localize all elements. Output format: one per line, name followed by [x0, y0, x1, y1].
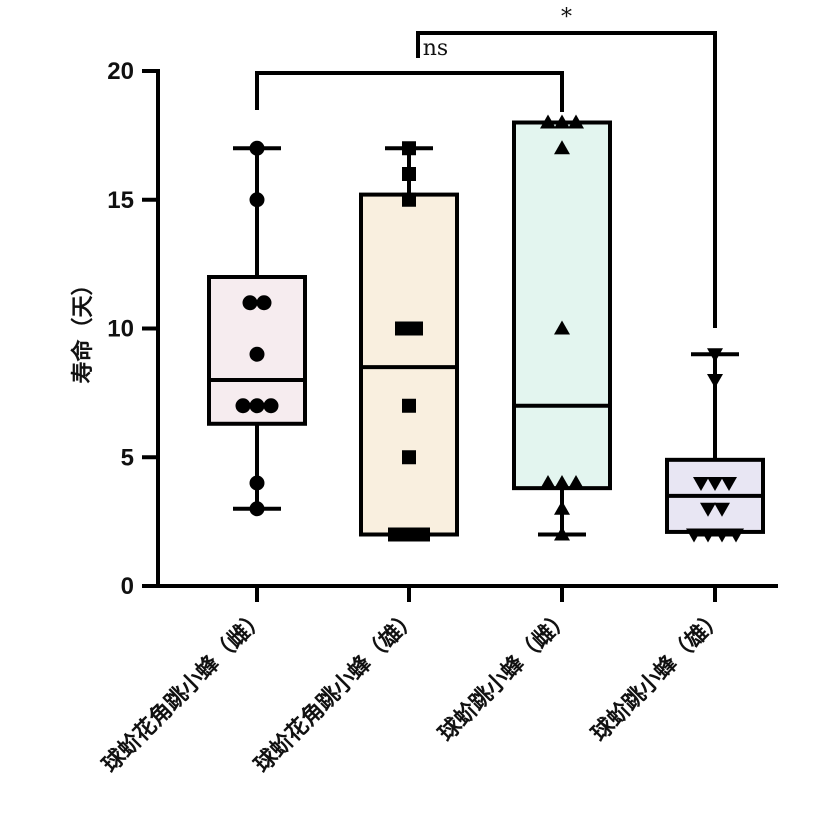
- point-3-1: [707, 374, 723, 388]
- point-3-4: [721, 477, 737, 491]
- point-0-7: [263, 398, 279, 414]
- point-1-9: [416, 527, 430, 542]
- point-1-0: [402, 141, 416, 156]
- bracket-2-4: [416, 31, 717, 328]
- point-2-3: [554, 140, 570, 155]
- point-3-0: [707, 348, 723, 363]
- point-2-5: [540, 475, 556, 489]
- point-2-8: [554, 500, 570, 515]
- significance-brackets: ns *: [255, 5, 717, 328]
- point-0-2: [242, 295, 258, 311]
- point-0-5: [235, 398, 251, 414]
- y-tick-label-0: 0: [121, 573, 134, 600]
- box-2: [512, 120, 612, 491]
- point-3-9: [714, 528, 730, 543]
- y-tick-label-15: 15: [107, 187, 134, 214]
- data-points: [235, 114, 744, 543]
- y-tick-label-5: 5: [121, 444, 134, 471]
- point-3-8: [700, 528, 716, 543]
- y-axis-label: 寿命（天）: [70, 273, 96, 383]
- point-3-10: [728, 528, 744, 543]
- point-0-6: [249, 398, 265, 414]
- point-1-2: [402, 192, 416, 207]
- point-1-6: [402, 450, 416, 465]
- bracket-1-3: [255, 71, 564, 112]
- point-0-9: [249, 501, 265, 517]
- point-1-4: [409, 321, 423, 336]
- point-2-7: [568, 475, 584, 489]
- category-label-1: 球蚧花角跳小蜂（雄）: [249, 604, 423, 778]
- point-1-7: [388, 527, 402, 542]
- point-0-8: [249, 475, 265, 491]
- point-3-6: [714, 502, 730, 517]
- significance-label-star: *: [561, 5, 572, 30]
- boxes: [207, 120, 765, 537]
- point-2-9: [554, 526, 570, 541]
- point-2-0: [540, 114, 556, 129]
- category-label-3: 球蚧跳小蜂（雄）: [586, 604, 729, 747]
- point-1-5: [402, 398, 416, 413]
- point-2-6: [554, 475, 570, 489]
- point-0-4: [249, 346, 265, 362]
- point-1-3: [395, 321, 409, 336]
- point-3-2: [693, 477, 709, 491]
- significance-label-ns: ns: [423, 36, 448, 61]
- point-3-5: [700, 502, 716, 517]
- point-3-7: [686, 528, 702, 543]
- point-0-1: [249, 192, 265, 208]
- category-label-0: 球蚧花角跳小蜂（雌）: [97, 604, 271, 778]
- point-1-1: [402, 167, 416, 181]
- point-1-8: [402, 527, 416, 542]
- point-0-0: [249, 140, 265, 156]
- point-2-1: [554, 114, 570, 129]
- y-tick-label-20: 20: [107, 58, 134, 85]
- point-2-4: [554, 320, 570, 335]
- point-2-2: [568, 114, 584, 129]
- category-label-2: 球蚧跳小蜂（雌）: [433, 604, 576, 747]
- box-1: [359, 192, 459, 537]
- point-3-3: [707, 477, 723, 491]
- point-0-3: [256, 295, 272, 311]
- y-tick-label-10: 10: [107, 316, 134, 343]
